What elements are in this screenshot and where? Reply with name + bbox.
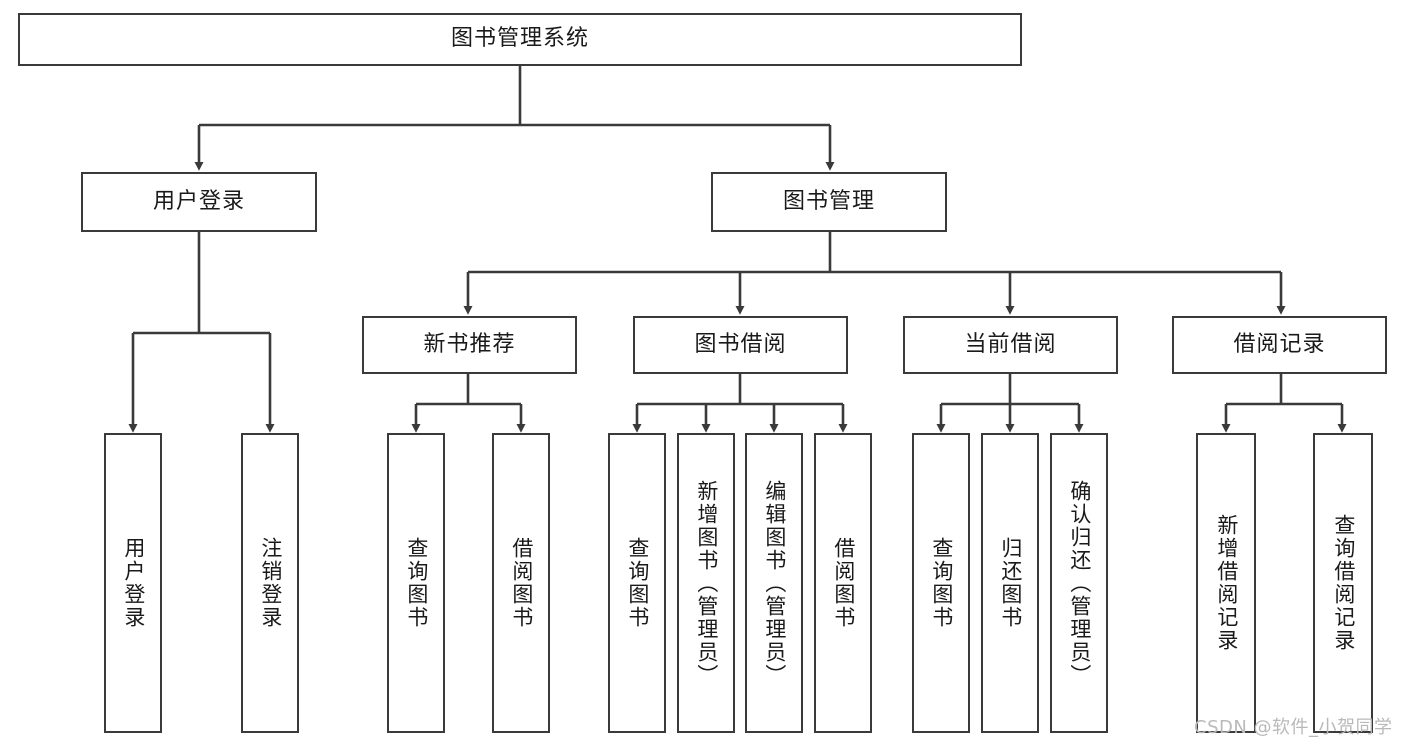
leaf-query-book-3[interactable]: 查询图书 (912, 433, 970, 733)
leaf-confirm-return-label: 确认归还（管理员） (1067, 479, 1092, 687)
leaf-user-login[interactable]: 用户登录 (104, 433, 162, 733)
leaf-logout-login[interactable]: 注销登录 (241, 433, 299, 733)
leaf-query-book-2-label: 查询图书 (625, 537, 650, 629)
leaf-add-borrow-record[interactable]: 新增借阅记录 (1196, 433, 1256, 733)
leaf-query-borrow-record-label: 查询借阅记录 (1331, 514, 1356, 652)
leaf-query-book-1[interactable]: 查询图书 (387, 433, 445, 733)
leaf-return-book-label: 归还图书 (998, 537, 1023, 629)
node-current-borrow-label: 当前借阅 (964, 331, 1057, 357)
leaf-add-book-label: 新增图书（管理员） (694, 479, 719, 687)
leaf-borrow-book-2[interactable]: 借阅图书 (814, 433, 872, 733)
node-root-system[interactable]: 图书管理系统 (18, 13, 1022, 66)
node-book-management[interactable]: 图书管理 (711, 172, 947, 232)
csdn-watermark: CSDN @软件_小贺同学 (1194, 717, 1393, 738)
leaf-borrow-book-2-label: 借阅图书 (831, 537, 856, 629)
leaf-add-borrow-record-label: 新增借阅记录 (1214, 514, 1239, 652)
leaf-user-login-label: 用户登录 (121, 537, 146, 629)
node-borrow-record-label: 借阅记录 (1233, 331, 1326, 357)
leaf-logout-login-label: 注销登录 (258, 537, 283, 629)
leaf-query-book-3-label: 查询图书 (929, 537, 954, 629)
node-user-login-label: 用户登录 (152, 188, 245, 214)
leaf-borrow-book-1[interactable]: 借阅图书 (492, 433, 550, 733)
node-current-borrow[interactable]: 当前借阅 (903, 316, 1118, 374)
leaf-return-book[interactable]: 归还图书 (981, 433, 1039, 733)
node-book-borrow-label: 图书借阅 (694, 331, 787, 357)
leaf-add-book[interactable]: 新增图书（管理员） (677, 433, 735, 733)
node-root-system-label: 图书管理系统 (450, 26, 589, 52)
node-user-login[interactable]: 用户登录 (81, 172, 317, 232)
node-book-management-label: 图书管理 (782, 188, 875, 214)
leaf-query-book-1-label: 查询图书 (404, 537, 429, 629)
node-new-book-recommend[interactable]: 新书推荐 (362, 316, 577, 374)
leaf-query-book-2[interactable]: 查询图书 (608, 433, 666, 733)
leaf-edit-book[interactable]: 编辑图书（管理员） (745, 433, 803, 733)
node-book-borrow[interactable]: 图书借阅 (633, 316, 848, 374)
node-borrow-record[interactable]: 借阅记录 (1172, 316, 1387, 374)
leaf-borrow-book-1-label: 借阅图书 (509, 537, 534, 629)
node-new-book-recommend-label: 新书推荐 (423, 331, 516, 357)
leaf-query-borrow-record[interactable]: 查询借阅记录 (1313, 433, 1373, 733)
leaf-edit-book-label: 编辑图书（管理员） (762, 479, 787, 687)
leaf-confirm-return[interactable]: 确认归还（管理员） (1050, 433, 1108, 733)
